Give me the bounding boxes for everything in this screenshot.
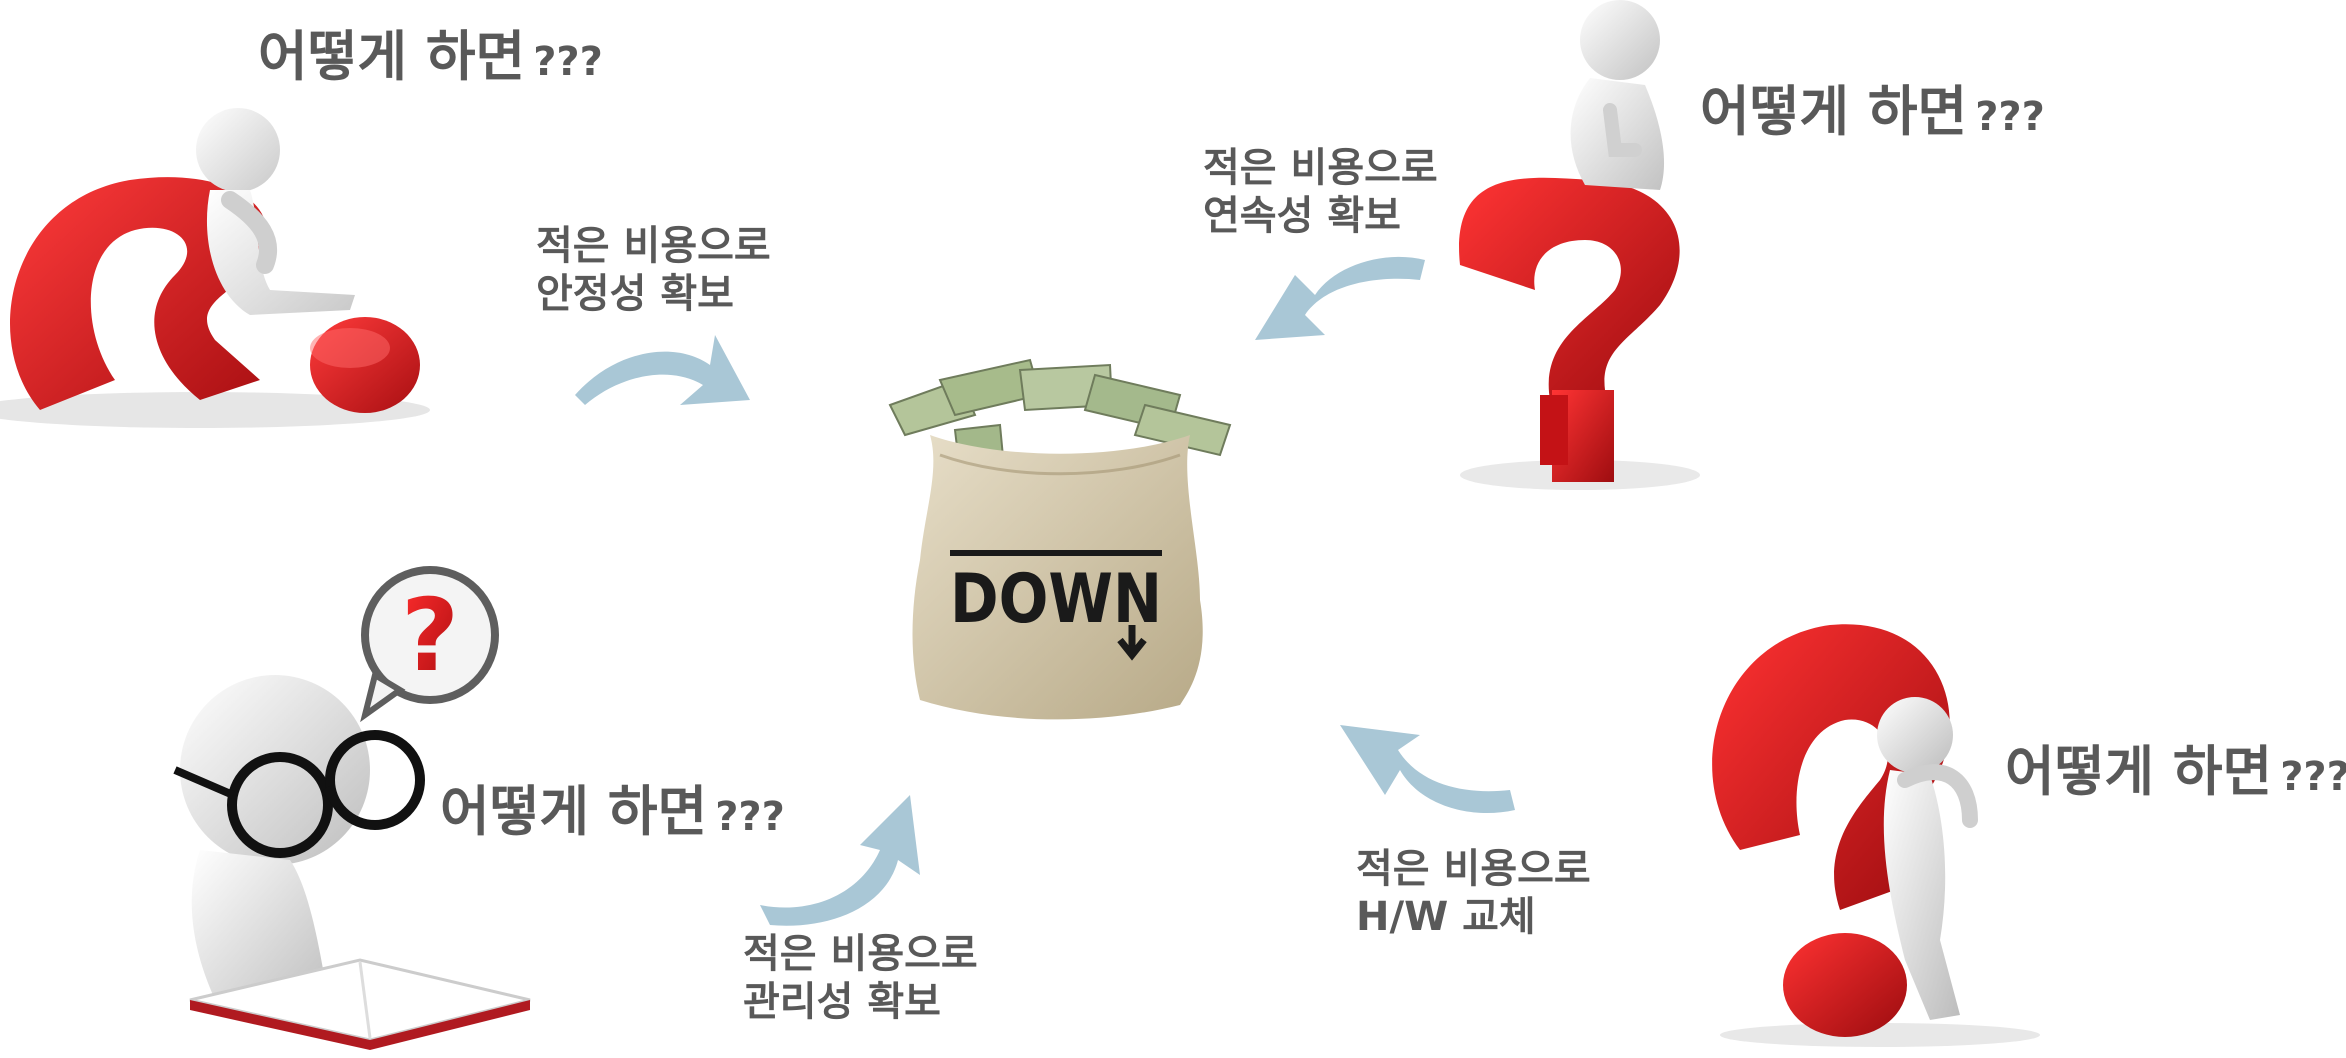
bag-down-label: DOWN: [950, 560, 1162, 639]
svg-text:?: ?: [401, 577, 459, 694]
question-label: 어떻게 하면: [258, 25, 526, 88]
caption-line: 적은 비용으로: [1203, 145, 1438, 191]
question-text-bottom-left: 어떻게 하면???: [440, 785, 785, 839]
question-text-bottom-right: 어떻게 하면???: [2005, 745, 2346, 799]
question-text-top-right: 어떻게 하면???: [1700, 85, 2045, 139]
caption-hardware: 적은 비용으로 H/W 교체: [1356, 845, 1591, 941]
arrow-stability: [575, 335, 750, 405]
question-mark-figure-top-right: [1459, 0, 1700, 490]
arrow-hardware: [1340, 725, 1515, 814]
caption-line: H/W 교체: [1356, 894, 1536, 940]
caption-management: 적은 비용으로 관리성 확보: [743, 930, 978, 1026]
caption-continuity: 적은 비용으로 연속성 확보: [1203, 144, 1438, 240]
question-marks: ???: [533, 39, 603, 85]
caption-line: 관리성 확보: [743, 979, 941, 1025]
caption-stability: 적은 비용으로 안정성 확보: [536, 222, 771, 318]
caption-line: 연속성 확보: [1203, 193, 1401, 239]
question-marks: ???: [2280, 754, 2346, 800]
question-marks: ???: [715, 794, 785, 840]
question-label: 어떻게 하면: [1700, 80, 1968, 143]
caption-line: 적은 비용으로: [743, 931, 978, 977]
caption-line: 적은 비용으로: [536, 223, 771, 269]
reading-figure-bottom-left: ?: [173, 566, 531, 1050]
money-bag-illustration: DOWN: [888, 358, 1232, 720]
question-marks: ???: [1975, 94, 2045, 140]
question-text-top-left: 어떻게 하면???: [258, 30, 603, 84]
caption-line: 안정성 확보: [536, 271, 734, 317]
arrow-management: [760, 795, 920, 926]
question-label: 어떻게 하면: [440, 780, 708, 843]
question-mark-figure-top-left: [0, 108, 430, 428]
question-mark-figure-bottom-right: [1712, 624, 2040, 1047]
question-label: 어떻게 하면: [2005, 740, 2273, 803]
arrow-continuity: [1255, 256, 1425, 340]
caption-line: 적은 비용으로: [1356, 846, 1591, 892]
